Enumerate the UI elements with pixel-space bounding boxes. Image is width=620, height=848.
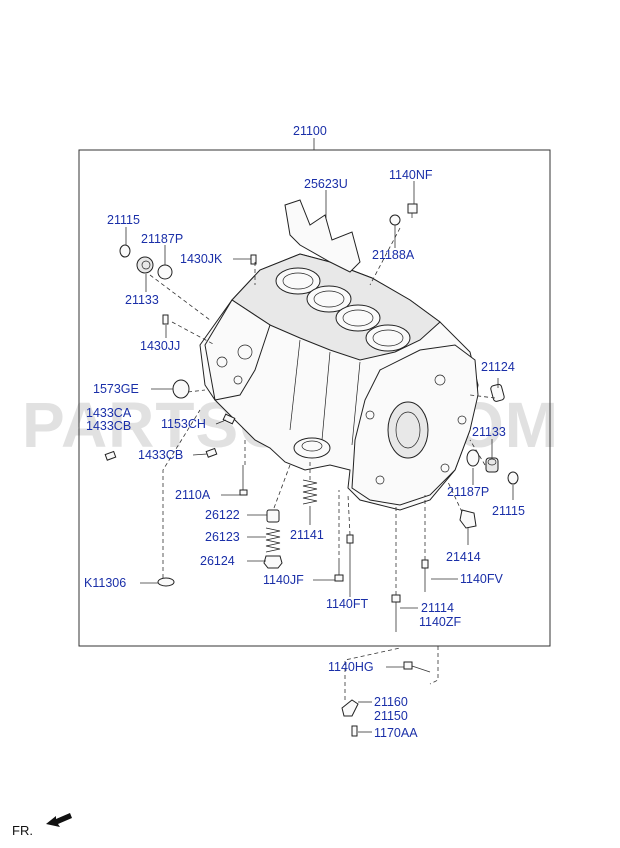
part-25623U-bracket: [284, 199, 361, 273]
label-21414[interactable]: 21414: [446, 550, 481, 564]
part-2110A-bolt: [239, 465, 248, 496]
part-21160-sensor: [341, 699, 359, 717]
label-26122[interactable]: 26122: [205, 508, 240, 522]
label-2110A[interactable]: 2110A: [175, 488, 211, 502]
part-21114-bolt: [391, 594, 401, 632]
label-21141[interactable]: 21141: [290, 528, 324, 542]
label-1140FV[interactable]: 1140FV: [460, 572, 504, 586]
part-1433CB-plug: [205, 447, 218, 458]
label-25623U[interactable]: 25623U: [304, 177, 348, 191]
part-K11306-oring: [157, 577, 175, 587]
label-K11306[interactable]: K11306: [84, 576, 126, 590]
label-21188A[interactable]: 21188A: [372, 248, 415, 262]
part-21141-spring: [302, 479, 318, 505]
part-21187P-seal: [157, 264, 173, 280]
part-21133-cap-right: [485, 457, 499, 473]
part-1140FV-bolt: [421, 559, 429, 592]
part-1140JF-bolt: [334, 562, 344, 582]
label-1430JK[interactable]: 1430JK: [180, 252, 223, 266]
label-21133-left[interactable]: 21133: [125, 293, 159, 307]
label-26124[interactable]: 26124: [200, 554, 235, 568]
part-21124-dowel: [490, 383, 505, 402]
label-1140JF[interactable]: 1140JF: [263, 573, 304, 587]
label-26123[interactable]: 26123: [205, 530, 240, 544]
label-1140NF[interactable]: 1140NF: [389, 168, 433, 182]
label-21114[interactable]: 21114: [421, 601, 454, 615]
cylinder-block-illustration: [199, 253, 479, 511]
label-21187P-left[interactable]: 21187P: [141, 232, 183, 246]
assembly-number[interactable]: 21100: [293, 124, 327, 138]
label-1573GE[interactable]: 1573GE: [93, 382, 139, 396]
part-26123-spring: [265, 527, 281, 553]
label-1140ZF[interactable]: 1140ZF: [419, 615, 462, 629]
label-1140FT[interactable]: 1140FT: [326, 597, 369, 611]
front-label: FR.: [12, 823, 33, 838]
part-21115-plug-right: [507, 471, 519, 485]
part-1140HG-bolt: [403, 661, 431, 673]
front-arrow-icon: [46, 813, 72, 827]
label-21160[interactable]: 21160: [374, 695, 408, 709]
part-26124-plug: [263, 555, 283, 569]
part-21414-bracket: [459, 509, 477, 529]
part-26122-piston: [266, 509, 280, 523]
part-1430JK-pin: [250, 254, 257, 265]
label-1140HG[interactable]: 1140HG: [328, 660, 374, 674]
front-direction-indicator: FR.: [12, 813, 72, 838]
part-1170AA-bolt: [351, 725, 358, 737]
label-1433CB[interactable]: 1433CB: [86, 419, 131, 433]
part-1573GE-plug: [172, 379, 190, 399]
part-1153CH-bolt: [222, 413, 236, 425]
part-1430JJ-pin: [162, 314, 169, 325]
label-1433CA[interactable]: 1433CA: [86, 406, 132, 420]
part-21187P-seal-right: [466, 449, 480, 467]
label-1430JJ[interactable]: 1430JJ: [140, 339, 180, 353]
label-1170AA[interactable]: 1170AA: [374, 726, 418, 740]
part-1140NF-bolt: [407, 203, 418, 218]
label-21150[interactable]: 21150: [374, 709, 408, 723]
assembly-frame: [78, 149, 551, 647]
label-21115-left[interactable]: 21115: [107, 213, 140, 227]
label-21115-right[interactable]: 21115: [492, 504, 525, 518]
part-21115-plug: [119, 244, 131, 258]
part-21133-cap: [136, 256, 154, 274]
label-21187P-right[interactable]: 21187P: [447, 485, 489, 499]
label-1153CH[interactable]: 1153CH: [161, 417, 206, 431]
part-1433CA-plug: [104, 450, 117, 461]
label-21133-right[interactable]: 21133: [472, 425, 506, 439]
leader-lines: [125, 181, 514, 733]
part-21188A-washer: [389, 214, 401, 226]
part-1140FT-bolt: [346, 534, 354, 590]
part-labels: 25623U 1140NF 21188A 21115 21187P 1430JK…: [84, 168, 525, 740]
label-21124[interactable]: 21124: [481, 360, 515, 374]
label-1433CB-2[interactable]: 1433CB: [138, 448, 183, 462]
